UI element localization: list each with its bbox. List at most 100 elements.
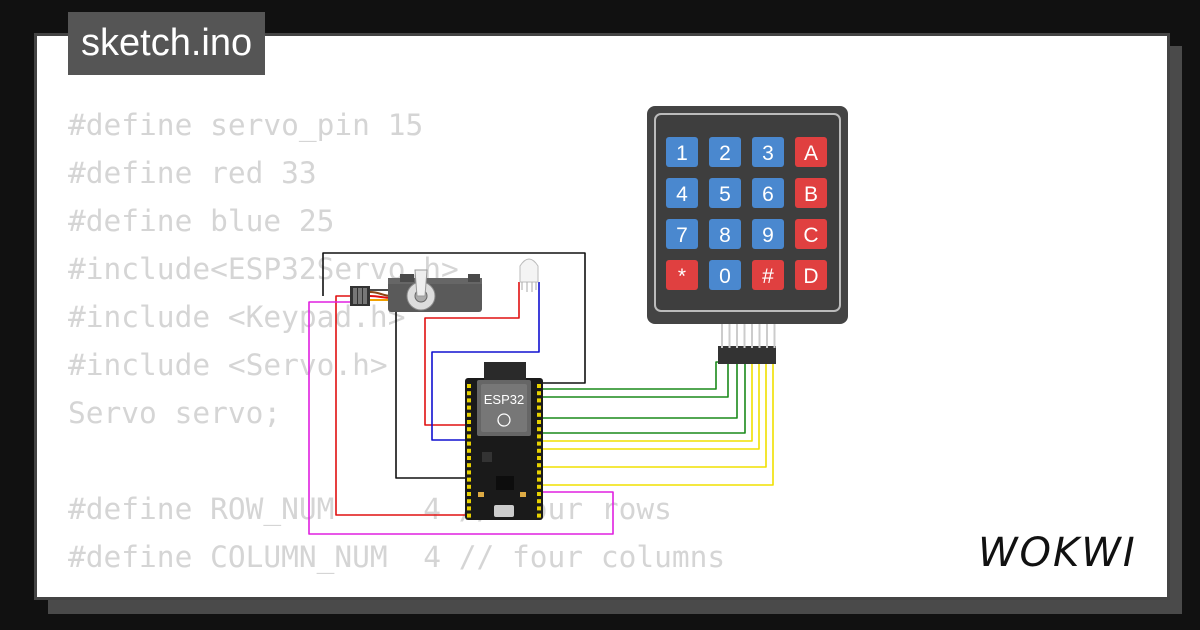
- board-pin-right: [537, 412, 541, 417]
- keypad-key[interactable]: 0: [709, 260, 741, 290]
- wire-magenta-servo: [308, 301, 614, 535]
- board-pin-left: [467, 477, 471, 482]
- board-label: ESP32: [484, 392, 524, 407]
- wire-red-led: [424, 282, 520, 426]
- board-pin-right: [537, 384, 541, 388]
- board-pin-left: [467, 434, 471, 439]
- board-pin-left: [467, 506, 471, 511]
- board-pin-left: [467, 456, 471, 460]
- keypad-key-face: [709, 219, 741, 249]
- keypad-key-face: [666, 219, 698, 249]
- keypad-key[interactable]: 7: [666, 219, 698, 249]
- keypad-key-label: 8: [719, 224, 731, 247]
- keypad-pin: [758, 324, 761, 348]
- keypad-key-face: [709, 178, 741, 208]
- keypad-key-face: [666, 178, 698, 208]
- code-line: #define servo_pin 15: [68, 108, 424, 142]
- board-pin-left: [467, 463, 471, 468]
- board-pin-right: [537, 398, 541, 403]
- keypad-key-face: [709, 137, 741, 167]
- board-pin-left: [467, 405, 471, 410]
- keypad-key[interactable]: 9: [752, 219, 784, 249]
- keypad-key-face: [666, 260, 698, 290]
- keypad-key[interactable]: *: [666, 260, 698, 290]
- wire-yellow-2: [541, 362, 760, 450]
- keypad-key-label: 4: [676, 183, 688, 206]
- board-pin-right: [537, 427, 541, 432]
- board-pin-left: [467, 470, 471, 475]
- wokwi-logo-icon: WOKWI: [976, 528, 1150, 576]
- keypad-key-label: D: [803, 265, 818, 288]
- keypad-key[interactable]: 8: [709, 219, 741, 249]
- keypad-key-label: 3: [762, 142, 774, 165]
- keypad-key-label: 6: [762, 183, 774, 206]
- keypad-key-label: C: [803, 224, 818, 247]
- keypad-key[interactable]: 6: [752, 178, 784, 208]
- keypad-key-face: [795, 219, 827, 249]
- keypad-pin: [728, 324, 731, 348]
- keypad-key[interactable]: 4: [666, 178, 698, 208]
- rgb-led-icon[interactable]: [519, 258, 539, 292]
- board-pin-left: [467, 420, 471, 424]
- wire-green-4: [541, 362, 746, 434]
- preview-card: [34, 33, 1170, 600]
- wire-blue-led: [431, 282, 540, 441]
- board-pin-left: [467, 499, 471, 504]
- board-pin-left: [467, 492, 471, 496]
- esp32-board-icon[interactable]: ESP32: [465, 362, 543, 520]
- keypad-key-face: [795, 137, 827, 167]
- keypad-key-label: 7: [676, 224, 688, 247]
- board-pin-right: [537, 448, 541, 453]
- keypad-key[interactable]: 5: [709, 178, 741, 208]
- code-line: #define red 33: [68, 156, 317, 190]
- board-pin-right: [537, 441, 541, 446]
- keypad-key[interactable]: 3: [752, 137, 784, 167]
- keypad-key-label: 2: [719, 142, 731, 165]
- keypad-key-label: A: [804, 142, 818, 165]
- code-preview: #define servo_pin 15 #define red 33 #defin…: [68, 101, 725, 581]
- keypad-key[interactable]: D: [795, 260, 827, 290]
- code-line: #include <Keypad.h>: [68, 300, 406, 334]
- keypad-key[interactable]: B: [795, 178, 827, 208]
- keypad-key-face: [795, 178, 827, 208]
- keypad-key-face: [795, 260, 827, 290]
- board-pin-right: [537, 477, 541, 482]
- keypad-key-face: [752, 219, 784, 249]
- board-pin-left: [467, 513, 471, 518]
- board-pin-left: [467, 441, 471, 446]
- wire-yellow-1: [541, 362, 753, 442]
- keypad-key-label: 1: [676, 142, 688, 165]
- code-line: #define COLUMN_NUM 4 // four columns: [68, 540, 726, 574]
- wire-red-servo: [335, 295, 468, 516]
- keypad-pin: [736, 324, 738, 348]
- board-pin-right: [537, 405, 541, 410]
- code-line: #define blue 25: [68, 204, 335, 238]
- keypad-key-face: [752, 178, 784, 208]
- wire-black-top: [322, 252, 586, 384]
- file-name-tab[interactable]: sketch.ino: [68, 12, 266, 75]
- wire-green-2: [541, 362, 729, 398]
- keypad-key-label: *: [678, 265, 686, 288]
- wire-yellow-3: [541, 362, 767, 468]
- wire-black-servo: [364, 289, 467, 479]
- keypad-key-label: 9: [762, 224, 774, 247]
- code-line: Servo servo;: [68, 396, 282, 430]
- keypad-key[interactable]: A: [795, 137, 827, 167]
- board-pin-left: [467, 412, 471, 417]
- keypad-key[interactable]: 1: [666, 137, 698, 167]
- servo-icon[interactable]: [350, 269, 482, 312]
- board-pin-right: [537, 470, 541, 475]
- board-pin-right: [537, 506, 541, 511]
- wire-green-1: [541, 361, 720, 390]
- keypad-key[interactable]: 2: [709, 137, 741, 167]
- keypad-key[interactable]: C: [795, 219, 827, 249]
- board-pin-right: [537, 499, 541, 504]
- wokwi-logo-text: WOKWI: [978, 530, 1137, 576]
- keypad-key[interactable]: #: [752, 260, 784, 290]
- keypad-key-label: #: [762, 265, 774, 288]
- board-pin-right: [537, 434, 541, 439]
- keypad-key-face: [666, 137, 698, 167]
- board-pin-right: [537, 420, 541, 424]
